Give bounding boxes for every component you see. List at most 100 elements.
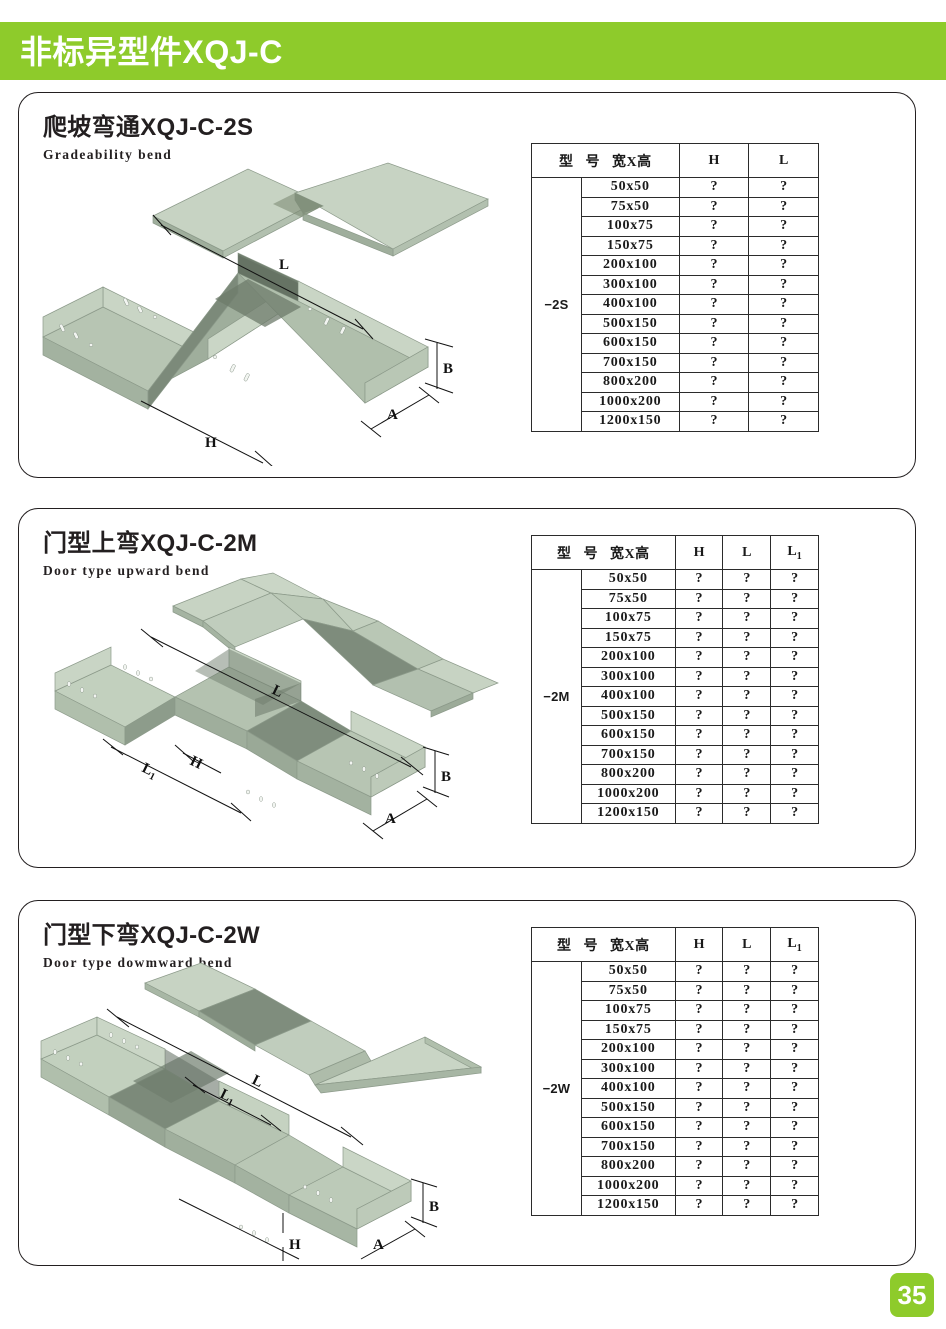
table-row: 150x75???: [532, 627, 819, 648]
table-row: 100x75???: [532, 1000, 819, 1021]
value-L: ?: [722, 1097, 772, 1118]
size-cell: 600x150: [580, 333, 680, 354]
dim-label-A: A: [373, 1237, 384, 1253]
value-L1: ?: [770, 1000, 819, 1021]
size-cell: 400x100: [580, 294, 680, 315]
value-L: ?: [748, 177, 819, 198]
table-row: 400x100???: [532, 686, 819, 707]
size-cell: 200x100: [580, 1039, 676, 1060]
section-1-title-cn: 爬坡弯通XQJ-C-2S: [43, 114, 254, 141]
value-L1: ?: [770, 1039, 819, 1060]
table-row: 1000x200???: [532, 1175, 819, 1196]
size-cell: 75x50: [580, 196, 680, 217]
dimension-annotations: L B A H: [140, 214, 454, 466]
value-L: ?: [748, 274, 819, 295]
value-L: ?: [722, 686, 772, 707]
size-cell: 50x50: [580, 961, 676, 982]
value-H: ?: [674, 803, 724, 824]
value-L: ?: [748, 372, 819, 393]
value-H: ?: [674, 1175, 724, 1196]
product-section-upward-bend: 门型上弯XQJ-C-2M Door type upward bend: [18, 508, 916, 868]
value-L: ?: [722, 569, 772, 590]
value-H: ?: [674, 686, 724, 707]
size-cell: 800x200: [580, 1156, 676, 1177]
value-H: ?: [678, 255, 750, 276]
cover-plate-stepped-down: [144, 962, 483, 1094]
header-model: 型号宽X高: [531, 535, 676, 570]
value-L: ?: [722, 1019, 772, 1040]
value-L: ?: [748, 196, 819, 217]
section-2-titles: 门型上弯XQJ-C-2M Door type upward bend: [43, 530, 257, 579]
value-L1: ?: [770, 1097, 819, 1118]
value-L: ?: [748, 391, 819, 412]
size-cell: 600x150: [580, 1117, 676, 1138]
value-L1: ?: [770, 705, 819, 726]
size-cell: 1000x200: [580, 1175, 676, 1196]
table-row: 75x50??: [532, 196, 819, 217]
value-H: ?: [674, 666, 724, 687]
header-L1: L1: [770, 535, 819, 570]
value-L1: ?: [770, 1058, 819, 1079]
section-3-title-cn: 门型下弯XQJ-C-2W: [43, 922, 260, 949]
dim-label-H: H: [289, 1237, 301, 1253]
header-L1: L1: [770, 927, 819, 962]
size-cell: 1000x200: [580, 391, 680, 412]
value-L1: ?: [770, 725, 819, 746]
value-H: ?: [678, 294, 750, 315]
value-L: ?: [748, 313, 819, 334]
table-row: 75x50???: [532, 980, 819, 1001]
table-row: 800x200???: [532, 1156, 819, 1177]
value-H: ?: [674, 1019, 724, 1040]
size-cell: 150x75: [580, 235, 680, 256]
value-L1: ?: [770, 1078, 819, 1099]
table-row: 600x150???: [532, 725, 819, 746]
size-cell: 100x75: [580, 608, 676, 629]
value-L: ?: [722, 1078, 772, 1099]
dim-label-B: B: [429, 1199, 439, 1215]
size-cell: 800x200: [580, 764, 676, 785]
value-L: ?: [722, 1195, 772, 1216]
value-L: ?: [722, 588, 772, 609]
table-row: 300x100??: [532, 274, 819, 295]
value-H: ?: [674, 705, 724, 726]
table-row: 1200x150???: [532, 1195, 819, 1216]
table-row: 1200x150???: [532, 803, 819, 824]
value-H: ?: [674, 608, 724, 629]
size-cell: 1200x150: [580, 1195, 676, 1216]
header-L: L: [722, 927, 772, 962]
table-row: 1000x200??: [532, 391, 819, 412]
value-L1: ?: [770, 1136, 819, 1157]
size-cell: 150x75: [580, 1019, 676, 1040]
size-cell: 300x100: [580, 1058, 676, 1079]
value-H: ?: [674, 1000, 724, 1021]
product-section-gradeability-bend: 爬坡弯通XQJ-C-2S Gradeability bend: [18, 92, 916, 478]
table-row: 500x150???: [532, 1097, 819, 1118]
section-1-title-en: Gradeability bend: [43, 147, 173, 163]
value-H: ?: [678, 333, 750, 354]
value-H: ?: [674, 1039, 724, 1060]
size-cell: 100x75: [580, 216, 680, 237]
header-model: 型号宽X高: [531, 927, 676, 962]
size-cell: 75x50: [580, 588, 676, 609]
value-H: ?: [678, 235, 750, 256]
size-cell: 500x150: [580, 705, 676, 726]
table-row: 200x100???: [532, 647, 819, 668]
header-H: H: [674, 535, 724, 570]
value-L1: ?: [770, 608, 819, 629]
value-L1: ?: [770, 1117, 819, 1138]
page-title: 非标异型件XQJ-C: [20, 34, 283, 71]
table-header-row: 型号宽X高 H L L1: [531, 535, 819, 570]
value-H: ?: [674, 647, 724, 668]
value-L: ?: [722, 666, 772, 687]
cover-plate-right: [294, 162, 489, 257]
value-H: ?: [678, 177, 750, 198]
value-L: ?: [722, 1175, 772, 1196]
value-L: ?: [722, 705, 772, 726]
dim-label-L: L: [249, 1072, 265, 1091]
value-L1: ?: [770, 961, 819, 982]
header-H: H: [674, 927, 724, 962]
